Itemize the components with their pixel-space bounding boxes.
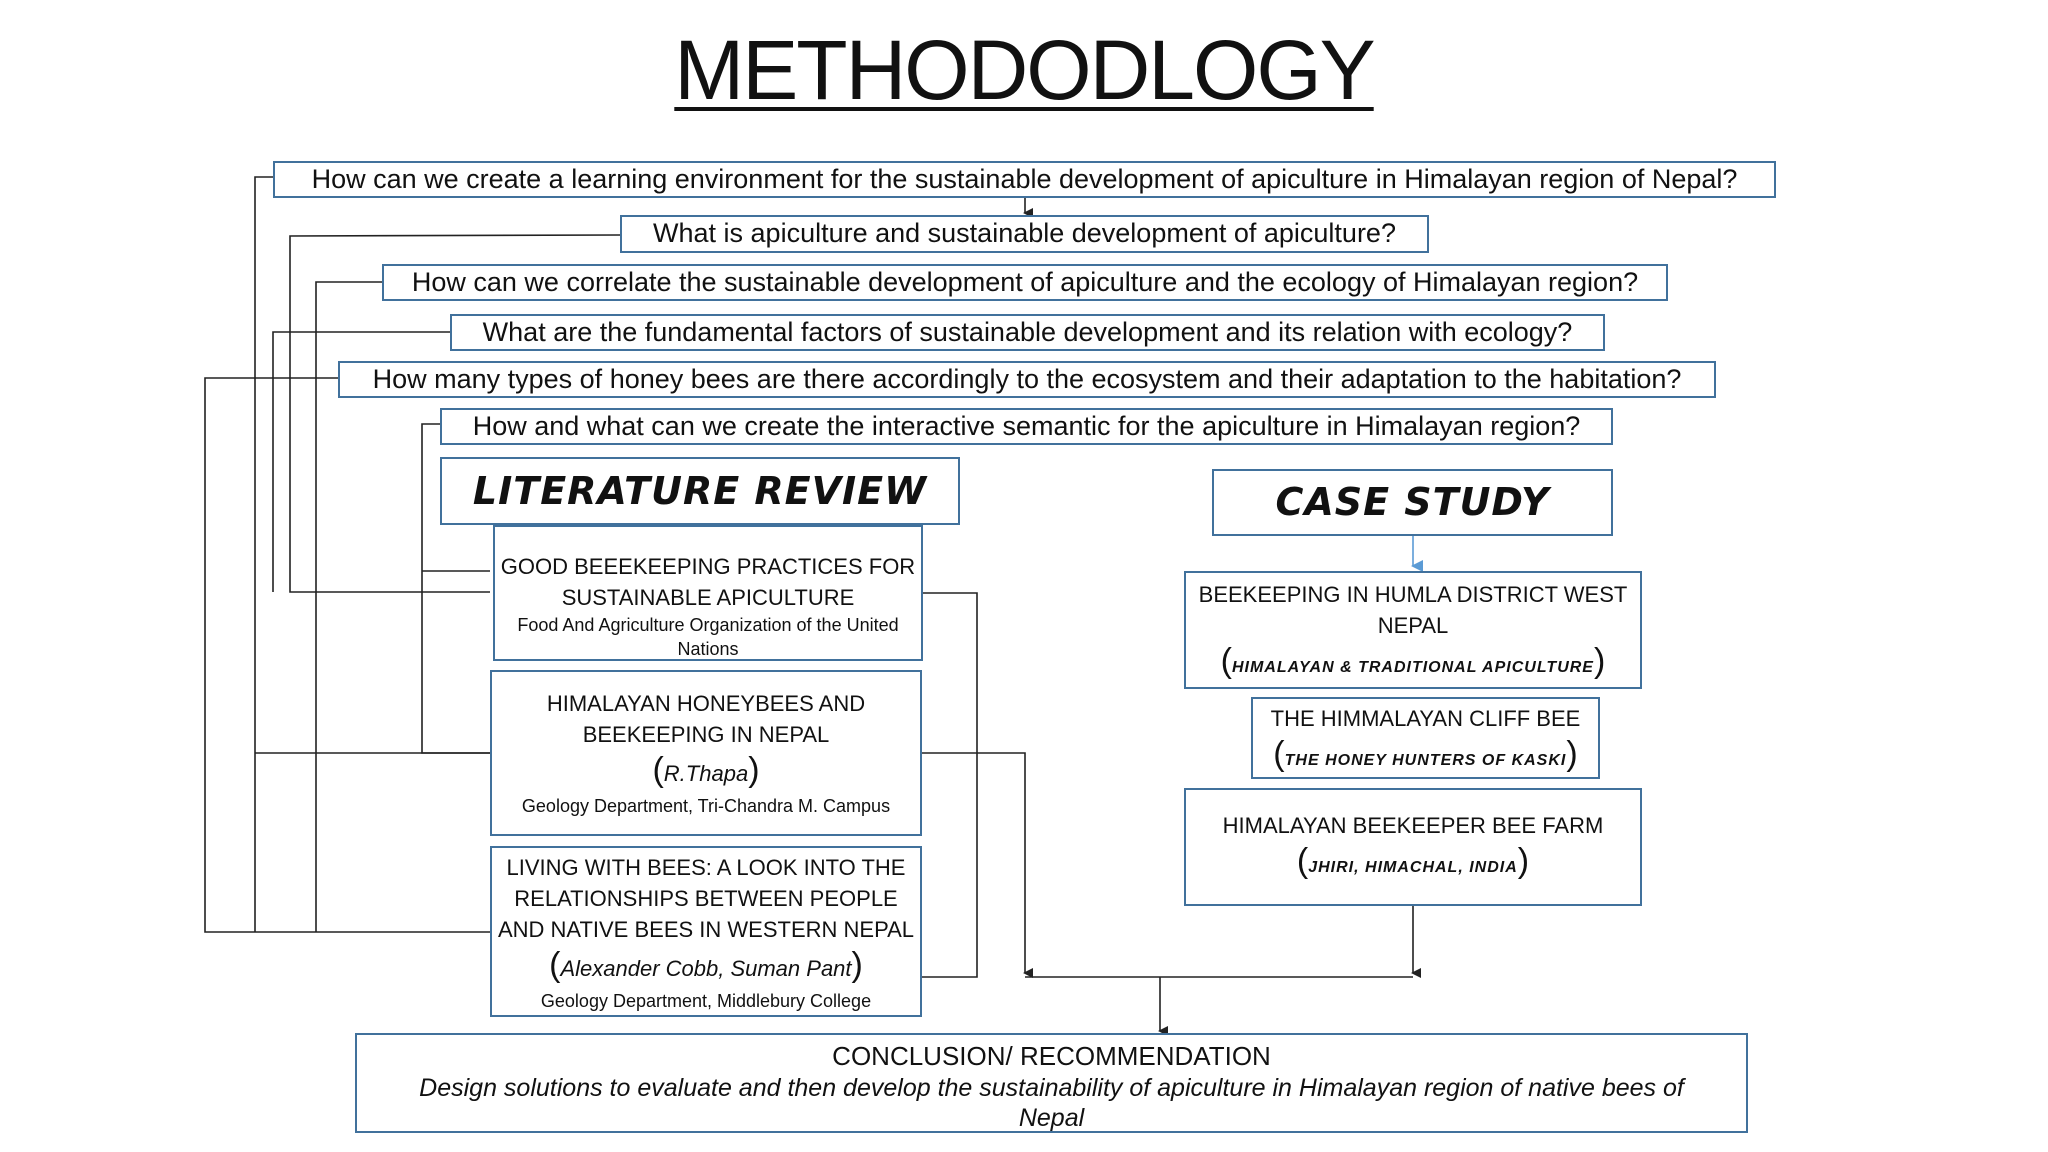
case-study-heading: CASE STUDY <box>1212 469 1613 536</box>
conclusion-heading: CONCLUSION/ RECOMMENDATION <box>832 1041 1271 1071</box>
case-study-item-title: BEEKEEPING IN HUMLA DISTRICT WEST NEPAL <box>1198 582 1628 638</box>
literature-item-title: LIVING WITH BEES: A LOOK INTO THE RELATI… <box>497 855 915 942</box>
literature-item-1: GOOD BEEEKEEPING PRACTICES FOR SUSTAINAB… <box>493 525 923 661</box>
case-study-item-note: (THE HONEY HUNTERS OF KASKI) <box>1273 735 1578 773</box>
literature-item-2: HIMALAYAN HONEYBEES AND BEEKEEPING IN NE… <box>490 670 922 836</box>
literature-item-author: (Alexander Cobb, Suman Pant) <box>549 946 863 984</box>
page-title: METHODODLOGY <box>674 23 1375 117</box>
research-question-5: How many types of honey bees are there a… <box>338 361 1716 398</box>
case-study-item-title: HIMALAYAN BEEKEEPER BEE FARM <box>1222 813 1604 838</box>
conclusion-box: CONCLUSION/ RECOMMENDATION Design soluti… <box>355 1033 1748 1133</box>
case-study-item-note: (JHIRI, HIMACHAL, INDIA) <box>1296 842 1530 880</box>
case-study-item-1: BEEKEEPING IN HUMLA DISTRICT WEST NEPAL … <box>1184 571 1642 689</box>
literature-item-title: HIMALAYAN HONEYBEES AND BEEKEEPING IN NE… <box>546 691 866 747</box>
case-study-item-note: (HIMALAYAN & TRADITIONAL APICULTURE) <box>1220 642 1606 680</box>
literature-item-source: Geology Department, Middlebury College <box>540 991 872 1011</box>
conclusion-text: Design solutions to evaluate and then de… <box>419 1074 1684 1132</box>
research-question-6: How and what can we create the interacti… <box>440 408 1613 445</box>
case-study-item-2: THE HIMMALAYAN CLIFF BEE (THE HONEY HUNT… <box>1251 697 1600 779</box>
case-study-item-3: HIMALAYAN BEEKEEPER BEE FARM (JHIRI, HIM… <box>1184 788 1642 906</box>
literature-item-author: (R.Thapa) <box>652 751 760 789</box>
literature-item-source: Food And Agriculture Organization of the… <box>517 615 899 659</box>
research-question-2: What is apiculture and sustainable devel… <box>620 215 1429 253</box>
literature-item-title: GOOD BEEEKEEPING PRACTICES FOR SUSTAINAB… <box>500 554 916 610</box>
research-question-4: What are the fundamental factors of sust… <box>450 314 1605 351</box>
research-question-1: How can we create a learning environment… <box>273 161 1776 198</box>
literature-review-heading: LITERATURE REVIEW <box>440 457 960 525</box>
literature-item-3: LIVING WITH BEES: A LOOK INTO THE RELATI… <box>490 846 922 1017</box>
research-question-3: How can we correlate the sustainable dev… <box>382 264 1668 301</box>
case-study-item-title: THE HIMMALAYAN CLIFF BEE <box>1270 706 1581 731</box>
literature-item-source: Geology Department, Tri-Chandra M. Campu… <box>521 796 891 816</box>
